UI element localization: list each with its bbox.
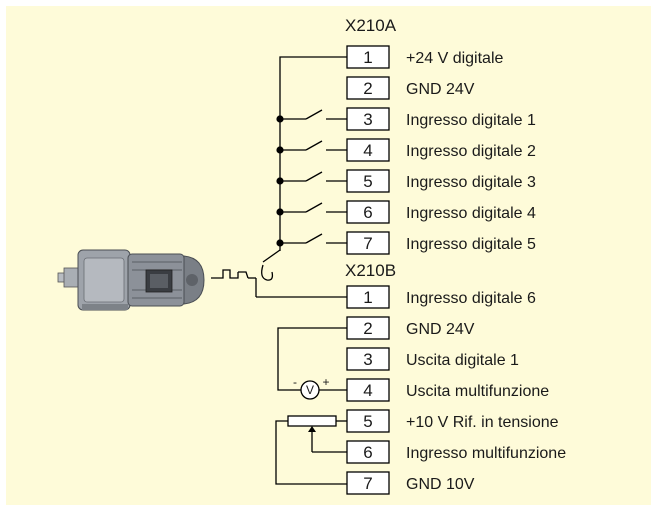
terminal-row: 7 GND 10V — [346, 471, 475, 495]
terminal-number: 5 — [363, 412, 372, 431]
voltmeter-plus: + — [322, 375, 329, 389]
terminal-row: 7 Ingresso digitale 5 — [346, 231, 536, 255]
terminal-number: 6 — [363, 443, 372, 462]
terminal-box — [346, 231, 390, 255]
terminal-box — [346, 471, 390, 495]
terminal-box — [346, 76, 390, 100]
connector-x210b: 1 Ingresso digitale 6 2 GND 24V 3 Uscita digi… — [346, 285, 566, 495]
terminal-box — [346, 316, 390, 340]
terminal-label: Ingresso digitale 3 — [406, 174, 536, 191]
terminal-row: 5 +10 V Rif. in tensione — [346, 409, 559, 433]
terminal-number: 1 — [363, 48, 372, 67]
terminal-box — [346, 45, 390, 69]
terminal-label: Ingresso digitale 6 — [406, 290, 536, 307]
potentiometer-circuit — [275, 415, 347, 485]
terminal-label: +24 V digitale — [406, 50, 504, 67]
potentiometer-icon — [287, 415, 337, 427]
switch-icon — [276, 233, 347, 247]
terminal-row: 6 Ingresso multifunzione — [346, 440, 566, 464]
switch-icon — [276, 171, 347, 185]
terminal-row: 3 Ingresso digitale 1 — [346, 107, 536, 131]
terminal-box — [346, 285, 390, 309]
switch-group — [276, 109, 347, 247]
terminal-number: 3 — [363, 350, 372, 369]
terminal-label: Ingresso digitale 2 — [406, 143, 536, 160]
voltmeter-circuit: V - + — [277, 327, 347, 400]
terminal-number: 7 — [363, 474, 372, 493]
terminal-number: 2 — [363, 319, 372, 338]
terminal-box — [346, 169, 390, 193]
switch-icon — [276, 109, 347, 123]
terminal-row: 2 GND 24V — [346, 76, 475, 100]
terminal-number: 4 — [363, 381, 372, 400]
terminal-label: Ingresso multifunzione — [406, 445, 566, 462]
terminal-box — [346, 440, 390, 464]
terminal-label: Uscita digitale 1 — [406, 352, 519, 369]
terminal-row: 3 Uscita digitale 1 — [346, 347, 519, 371]
terminal-row: 6 Ingresso digitale 4 — [346, 200, 536, 224]
switch-icon — [276, 140, 347, 154]
terminal-label: +10 V Rif. in tensione — [406, 414, 559, 431]
terminal-label: GND 24V — [406, 81, 475, 98]
voltmeter-symbol: V — [306, 383, 314, 397]
terminal-number: 3 — [363, 110, 372, 129]
gear-motor-icon — [57, 249, 205, 311]
terminal-box — [346, 200, 390, 224]
terminal-box — [346, 378, 390, 402]
terminal-label: GND 24V — [406, 321, 475, 338]
terminal-label: Uscita multifunzione — [406, 383, 549, 400]
terminal-box — [346, 138, 390, 162]
common-bus — [279, 56, 347, 251]
terminal-label: Ingresso digitale 1 — [406, 112, 536, 129]
terminal-number: 1 — [363, 288, 372, 307]
terminal-number: 7 — [363, 234, 372, 253]
terminal-number: 5 — [363, 172, 372, 191]
connector-x210a-title: X210A — [345, 16, 397, 35]
terminal-label: GND 10V — [406, 476, 475, 493]
terminal-box — [346, 347, 390, 371]
terminal-row: 5 Ingresso digitale 3 — [346, 169, 536, 193]
terminal-row: 2 GND 24V — [346, 316, 475, 340]
terminal-row: 1 Ingresso digitale 6 — [346, 285, 536, 309]
terminal-row: 4 Uscita multifunzione — [346, 378, 549, 402]
terminal-box — [346, 409, 390, 433]
switch-icon — [276, 202, 347, 216]
terminal-label: Ingresso digitale 4 — [406, 205, 536, 222]
terminal-box — [346, 107, 390, 131]
terminal-label: Ingresso digitale 5 — [406, 236, 536, 253]
terminal-number: 2 — [363, 79, 372, 98]
terminal-row: 1 +24 V digitale — [346, 45, 504, 69]
connector-x210b-title: X210B — [345, 261, 396, 280]
thermal-contact-icon — [211, 249, 347, 298]
terminal-number: 4 — [363, 141, 372, 160]
terminal-number: 6 — [363, 203, 372, 222]
voltmeter-minus: - — [293, 375, 297, 389]
terminal-row: 4 Ingresso digitale 2 — [346, 138, 536, 162]
